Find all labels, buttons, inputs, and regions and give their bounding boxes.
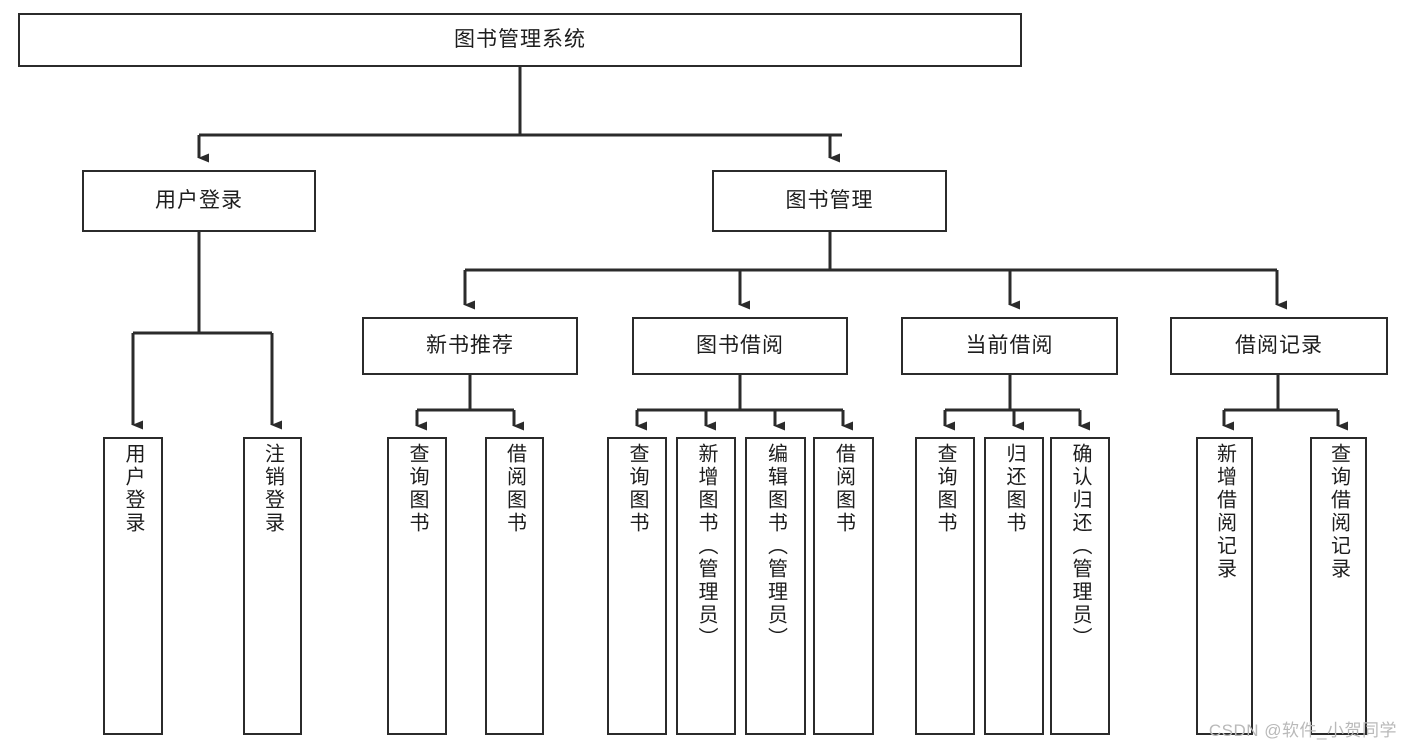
node-leaf-edit-book-admin[interactable]: 编辑图书（管理员） [745,437,806,735]
node-new-book-recommend[interactable]: 新书推荐 [362,317,578,375]
node-leaf-query-book-borrow-label: 查询图书 [626,443,648,535]
node-leaf-add-book-admin-label: 新增图书（管理员） [695,443,717,650]
node-leaf-logout[interactable]: 注销登录 [243,437,302,735]
node-leaf-return-book[interactable]: 归还图书 [984,437,1044,735]
node-leaf-user-login[interactable]: 用户登录 [103,437,163,735]
node-leaf-edit-book-admin-label: 编辑图书（管理员） [764,443,787,650]
node-new-book-recommend-label: 新书推荐 [426,333,514,357]
node-leaf-confirm-return-admin[interactable]: 确认归还（管理员） [1050,437,1110,735]
node-leaf-query-book-recommend-label: 查询图书 [406,443,428,535]
node-leaf-query-book-current[interactable]: 查询图书 [915,437,975,735]
node-leaf-borrow-book-recommend-label: 借阅图书 [503,443,526,535]
node-leaf-query-book-current-label: 查询图书 [934,443,956,535]
node-leaf-borrow-book-borrow[interactable]: 借阅图书 [813,437,874,735]
node-borrow-record-label: 借阅记录 [1235,333,1323,357]
node-leaf-return-book-label: 归还图书 [1003,443,1025,535]
node-system-root[interactable]: 图书管理系统 [18,13,1022,67]
node-user-login[interactable]: 用户登录 [82,170,316,232]
node-leaf-add-book-admin[interactable]: 新增图书（管理员） [676,437,736,735]
node-current-borrow-label: 当前借阅 [965,333,1054,357]
node-leaf-add-borrow-record[interactable]: 新增借阅记录 [1196,437,1253,735]
node-root-label: 图书管理系统 [454,27,586,51]
node-book-borrow[interactable]: 图书借阅 [632,317,848,375]
node-leaf-add-borrow-record-label: 新增借阅记录 [1213,443,1236,581]
node-leaf-logout-label: 注销登录 [261,443,284,535]
node-leaf-user-login-label: 用户登录 [122,443,144,535]
node-leaf-query-book-recommend[interactable]: 查询图书 [387,437,447,735]
node-leaf-query-borrow-record-label: 查询借阅记录 [1327,443,1350,581]
node-book-management[interactable]: 图书管理 [712,170,947,232]
node-leaf-borrow-book-recommend[interactable]: 借阅图书 [485,437,544,735]
node-borrow-record[interactable]: 借阅记录 [1170,317,1388,375]
node-current-borrow[interactable]: 当前借阅 [901,317,1118,375]
node-book-management-label: 图书管理 [785,188,874,212]
node-leaf-confirm-return-admin-label: 确认归还（管理员） [1069,443,1091,650]
node-leaf-query-book-borrow[interactable]: 查询图书 [607,437,667,735]
node-leaf-borrow-book-borrow-label: 借阅图书 [832,443,855,535]
node-book-borrow-label: 图书借阅 [696,333,784,357]
node-user-login-label: 用户登录 [155,188,243,212]
node-leaf-query-borrow-record[interactable]: 查询借阅记录 [1310,437,1367,735]
